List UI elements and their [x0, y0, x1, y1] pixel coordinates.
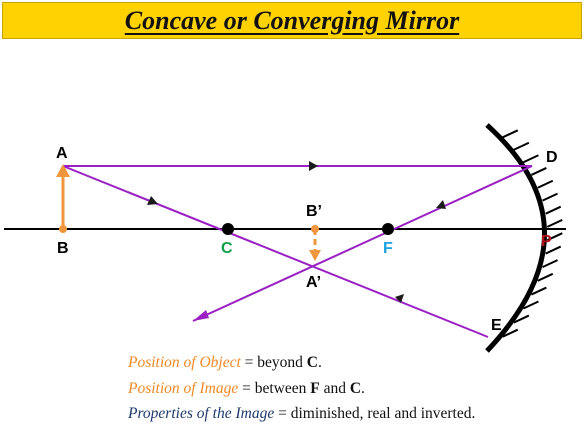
hatch-line [537, 272, 554, 282]
caption-bold: F [310, 380, 320, 397]
hatch-line [542, 192, 558, 202]
label-a-prime: A’ [306, 274, 321, 291]
arrow-head-icon [309, 161, 318, 171]
rays [62, 165, 533, 338]
hatch-line [530, 167, 547, 176]
hatch-line [545, 205, 562, 215]
caption-text: = diminished, real and inverted. [274, 405, 476, 422]
image-arrow [309, 225, 321, 261]
hatch-line [523, 154, 539, 164]
hatch-line [542, 259, 558, 269]
title-banner: Concave or Converging Mirror [2, 2, 582, 39]
label-a: A [56, 145, 68, 162]
ray-end-arrow-icon [193, 310, 209, 321]
point-c-marker [222, 223, 234, 235]
object-arrow [56, 164, 70, 233]
hatch-line [546, 232, 563, 242]
caption-text: . [318, 354, 322, 371]
hatch-line [513, 314, 530, 324]
label-b-prime: B’ [306, 203, 322, 220]
caption-image-position: Position of Image = between F and C. [128, 380, 365, 398]
label-p: P [541, 233, 552, 250]
caption-bold: C [349, 380, 362, 397]
ray-direction-arrows [147, 161, 446, 303]
hatch-line [502, 129, 519, 139]
caption-text: and [319, 380, 350, 397]
hatch-line [502, 328, 519, 338]
hatch-line [537, 179, 554, 189]
arrow-head-icon [436, 200, 446, 209]
caption-text: = beyond [240, 354, 307, 371]
ray-through-c [62, 165, 489, 338]
caption-text: . [361, 380, 365, 397]
point-f-marker [382, 223, 394, 235]
hatch-line [523, 300, 539, 310]
point-marker-icon [311, 225, 319, 233]
arrow-head-icon [56, 164, 70, 177]
hatch-line [546, 218, 563, 228]
label-d: D [546, 149, 558, 166]
point-marker-icon [59, 225, 67, 233]
concave-mirror [485, 123, 547, 353]
caption-text: = between [238, 380, 311, 397]
page-title: Concave or Converging Mirror [124, 5, 460, 35]
caption-image-properties: Properties of the Image = diminished, re… [128, 405, 475, 423]
ray-reflected-through-f [192, 165, 533, 322]
arrow-head-icon [147, 196, 158, 205]
label-e: E [491, 317, 502, 334]
label-f: F [383, 240, 393, 257]
arrow-head-icon [309, 250, 321, 261]
hatch-line [530, 286, 547, 296]
caption-bold: C [306, 354, 318, 371]
caption-key: Position of Object [128, 354, 241, 371]
caption-object-position: Position of Object = beyond C. [128, 354, 322, 372]
caption-key: Properties of the Image [128, 405, 275, 422]
arrow-head-icon [395, 294, 404, 303]
label-b: B [57, 240, 69, 257]
mirror-hatch-icon [502, 129, 563, 338]
hatch-line [513, 141, 530, 151]
hatch-line [545, 245, 562, 255]
caption-key: Position of Image [128, 380, 239, 397]
label-c: C [221, 240, 233, 257]
